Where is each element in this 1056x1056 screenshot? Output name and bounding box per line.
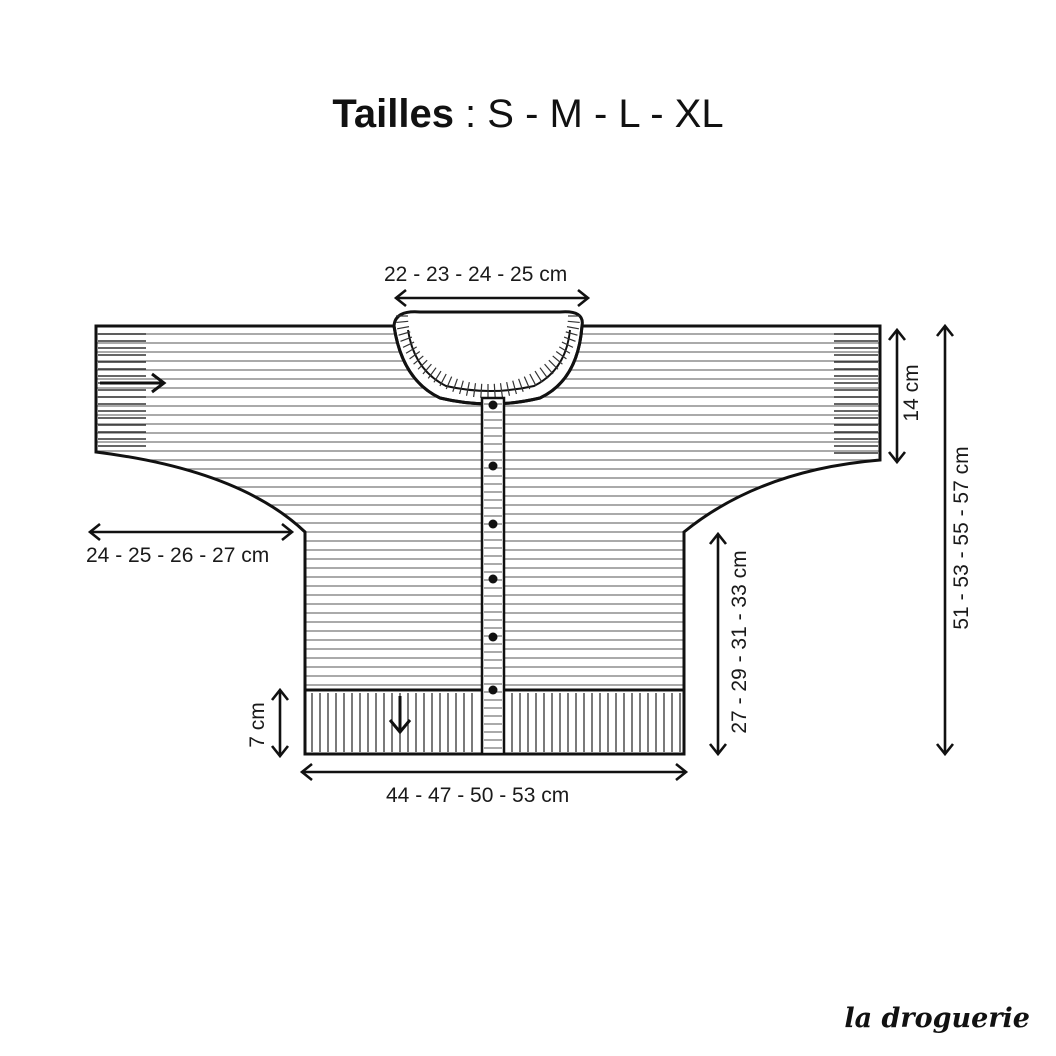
neck-rib-line: [417, 359, 428, 370]
sleeve-cuff-label: 14 cm: [900, 364, 923, 422]
left-cuff-ribbing: [98, 333, 146, 447]
neck-width-label: 22 - 23 - 24 - 25 cm: [384, 263, 568, 286]
neck-rib-line: [402, 341, 415, 348]
knit-direction-arrow-sleeve: [100, 372, 167, 394]
ribbing-height-arrow: [270, 687, 290, 759]
title-bold: Tailles: [332, 92, 454, 136]
neckband-ribbing: [396, 315, 580, 398]
sleeve-length-label: 24 - 25 - 26 - 27 cm: [86, 544, 270, 567]
button: [488, 685, 498, 695]
neck-rib-line: [512, 380, 518, 395]
side-length-label: 27 - 29 - 31 - 33 cm: [728, 550, 751, 734]
neck-rib-line: [544, 363, 554, 375]
neck-rib-line: [465, 382, 470, 396]
neck-rib-line: [409, 351, 421, 360]
neck-rib-line: [452, 378, 458, 392]
brand-logo: la droguerie: [844, 1003, 1030, 1034]
neck-rib-line: [552, 355, 563, 365]
neck-rib-line: [561, 341, 574, 348]
neck-rib-line: [499, 383, 503, 398]
button: [488, 400, 498, 410]
neck-rib-line: [422, 363, 432, 375]
neck-rib-line: [413, 355, 424, 365]
page-title: Tailles : S - M - L - XL: [0, 92, 1056, 137]
neck-rib-line: [523, 376, 531, 390]
neck-rib-line: [480, 383, 483, 398]
neck-rib-line: [398, 331, 411, 336]
neck-rib-line: [539, 367, 549, 379]
neck-rib-line: [529, 373, 537, 387]
neck-width-arrow: [393, 288, 591, 308]
neck-rib-line: [555, 351, 567, 360]
neck-rib-line: [558, 346, 571, 354]
button: [488, 519, 498, 529]
neck-rib-line: [567, 320, 580, 324]
neck-rib-line: [473, 383, 477, 398]
neck-rib-line: [518, 378, 524, 392]
ribbing-height-label: 7 cm: [246, 702, 269, 748]
neck-rib-line: [427, 367, 437, 379]
button: [488, 461, 498, 471]
neck-rib-line: [439, 373, 447, 387]
buttons: [488, 400, 498, 695]
sleeve-length-arrow: [87, 522, 295, 542]
neckband-inner: [407, 329, 571, 392]
neck-rib-line: [458, 380, 464, 395]
neck-rib-line: [397, 326, 410, 330]
neck-rib-line: [493, 383, 496, 398]
side-length-arrow: [708, 531, 728, 757]
neck-rib-line: [534, 370, 543, 383]
sleeve-cuff-arrow: [887, 327, 907, 465]
neck-rib-line: [566, 326, 579, 330]
title-sizes: S - M - L - XL: [487, 92, 724, 136]
neck-rib-line: [548, 359, 559, 370]
width-label: 44 - 47 - 50 - 53 cm: [386, 784, 570, 807]
right-cuff-ribbing: [834, 333, 878, 454]
button: [488, 632, 498, 642]
neckband: [392, 310, 584, 406]
hem-ribbing: [311, 693, 681, 752]
total-length-arrow: [935, 323, 955, 757]
title-separator: :: [453, 92, 488, 136]
neck-rib-line: [433, 370, 442, 383]
neck-rib-line: [506, 382, 511, 396]
button: [488, 574, 498, 584]
button-band-ribbing: [484, 403, 502, 749]
width-arrow: [299, 762, 689, 782]
neck-rib-line: [400, 336, 413, 342]
neck-rib-line: [563, 336, 576, 342]
neck-rib-line: [405, 346, 418, 354]
neck-rib-line: [396, 320, 409, 324]
total-length-label: 51 - 53 - 55 - 57 cm: [950, 446, 973, 630]
neck-rib-line: [565, 331, 578, 336]
neck-rib-line: [445, 376, 453, 390]
knit-direction-arrow-hem: [388, 696, 412, 735]
